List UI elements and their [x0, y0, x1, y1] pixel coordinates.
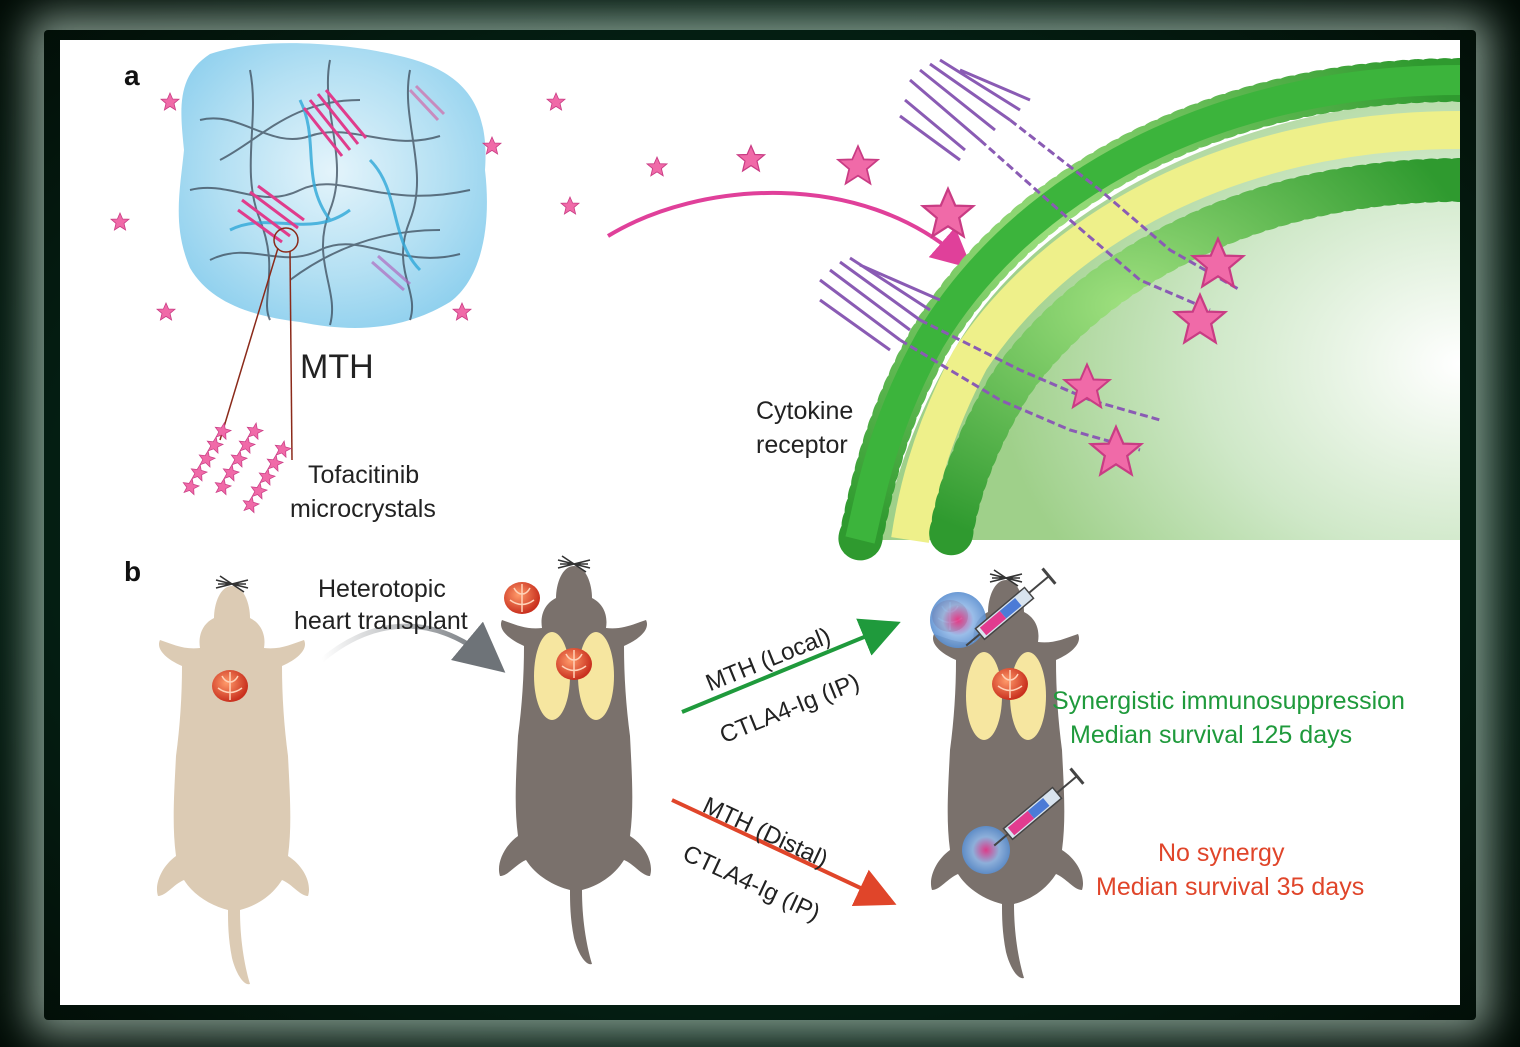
figure-artwork: [110, 43, 1460, 985]
distal-outcome-line1: No synergy: [1158, 839, 1285, 867]
transplant-arrow: [320, 621, 506, 673]
syringe-local-icon: [965, 567, 1057, 647]
local-outcome-line1: Synergistic immunosuppression: [1052, 687, 1405, 715]
transplant-label-line1: Heterotopic: [318, 575, 446, 603]
recipient-mouse: [498, 555, 652, 965]
receptor-label-line2: receptor: [756, 431, 848, 459]
syringe-distal-icon: [993, 767, 1085, 847]
release-arrow: [606, 190, 973, 269]
distal-hydrogel-depot: [962, 826, 1010, 874]
local-treatment-arrow: [681, 618, 901, 714]
transplant-label-line2: heart transplant: [294, 607, 468, 635]
gel-microcrystals: [237, 84, 446, 292]
crystal-label-line2: microcrystals: [290, 495, 436, 523]
treated-mouse: [930, 569, 1084, 979]
distal-outcome-line2: Median survival 35 days: [1096, 873, 1365, 901]
receptor-label-line1: Cytokine: [756, 397, 854, 425]
local-hydrogel-depot: [930, 592, 986, 648]
panel-b-letter: b: [124, 556, 142, 587]
figure-panel: a MTH Tofacitinib microcrystals Cytokine…: [60, 40, 1460, 1005]
local-outcome-line2: Median survival 125 days: [1070, 721, 1353, 749]
distal-treatment-arrow: [671, 798, 897, 906]
hydrogel-blob: [178, 43, 487, 328]
panel-a-letter: a: [124, 60, 140, 91]
cell-membrane: [838, 58, 1460, 562]
cytokine-receptors: [819, 58, 1241, 452]
crystal-label-line1: Tofacitinib: [308, 461, 420, 489]
mth-label: MTH: [300, 348, 374, 386]
donor-mouse: [156, 575, 310, 985]
tofacitinib-microcrystals: [178, 419, 293, 516]
